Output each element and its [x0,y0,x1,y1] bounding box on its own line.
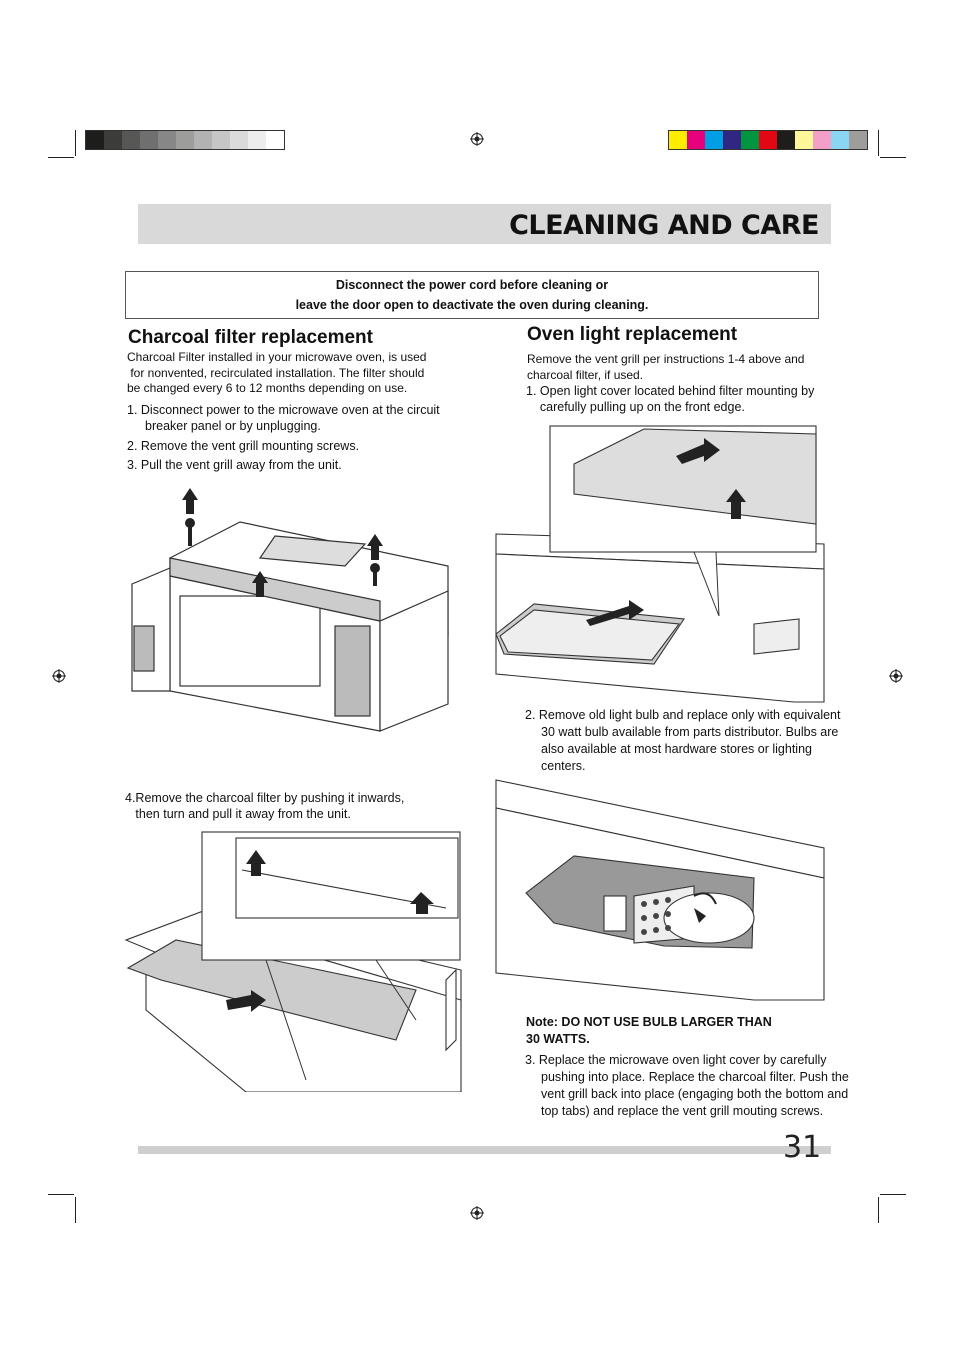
intro-line: Charcoal Filter installed in your microw… [127,350,427,364]
color-swatch [669,131,687,149]
color-swatch [759,131,777,149]
microwave-vent-grill-illustration [131,488,449,732]
note-line: 30 WATTS. [526,1032,590,1046]
step4-line: then turn and pull it away from the unit… [125,807,351,821]
color-swatch [122,131,140,149]
color-swatch [140,131,158,149]
color-swatch [795,131,813,149]
warning-line-2: leave the door open to deactivate the ov… [295,298,649,312]
color-swatch [266,131,284,149]
grayscale-swatches [85,130,285,150]
oven-light-heading: Oven light replacement [527,324,738,345]
step1-line: 1. Open light cover located behind filte… [526,384,815,398]
warning-box: Disconnect the power cord before cleanin… [125,271,819,319]
color-swatch [158,131,176,149]
color-swatch [723,131,741,149]
registration-mark-icon [52,669,66,683]
color-swatch [741,131,759,149]
light-intro: Remove the vent grill per instructions 1… [527,352,837,383]
warning-line-1: Disconnect the power cord before cleanin… [335,278,609,292]
charcoal-filter-heading: Charcoal filter replacement [128,327,373,348]
registration-mark-icon [889,669,903,683]
footer-bar [138,1146,831,1154]
page-number: 31 [783,1130,822,1165]
charcoal-intro: Charcoal Filter installed in your microw… [127,350,457,397]
page-title: CLEANING AND CARE [509,210,819,241]
light-step-1: 1. Open light cover located behind filte… [526,383,836,415]
color-swatch [248,131,266,149]
step4-line: 4.Remove the charcoal filter by pushing … [125,791,405,805]
intro-line: Remove the vent grill per instructions 1… [527,352,805,366]
note-warning: Note: DO NOT USE BULB LARGER THAN 30 WAT… [526,1014,826,1048]
color-swatch [194,131,212,149]
registration-mark-icon [470,132,484,146]
color-swatch [849,131,867,149]
charcoal-step-2: 2. Remove the vent grill mounting screws… [127,439,360,453]
intro-line: charcoal filter, if used. [527,367,644,382]
charcoal-filter-removal-illustration [124,831,462,1092]
charcoal-step-4: 4.Remove the charcoal filter by pushing … [125,790,460,822]
light-step-3: 3. Replace the microwave oven light cove… [525,1053,849,1118]
color-swatch [831,131,849,149]
color-swatch [230,131,248,149]
registration-mark-icon [470,1206,484,1220]
color-swatch [813,131,831,149]
light-bulb-illustration [495,779,825,1001]
intro-line: be changed every 6 to 12 months dependin… [127,381,408,395]
color-swatch [86,131,104,149]
color-swatch [777,131,795,149]
section-header: CLEANING AND CARE [138,204,831,244]
color-swatch [176,131,194,149]
color-swatch [104,131,122,149]
note-line: Note: DO NOT USE BULB LARGER THAN [526,1015,772,1029]
step1-line: carefully pulling up on the front edge. [526,400,745,414]
intro-line: for nonvented, recirculated installation… [127,365,425,380]
color-swatch [687,131,705,149]
charcoal-step-3: 3. Pull the vent grill away from the uni… [127,458,342,472]
light-step-2: 2. Remove old light bulb and replace onl… [525,708,841,773]
color-swatches [668,130,868,150]
light-cover-illustration [495,425,825,703]
color-swatch [212,131,230,149]
charcoal-step-1: 1. Disconnect power to the microwave ove… [127,403,440,433]
color-swatch [705,131,723,149]
